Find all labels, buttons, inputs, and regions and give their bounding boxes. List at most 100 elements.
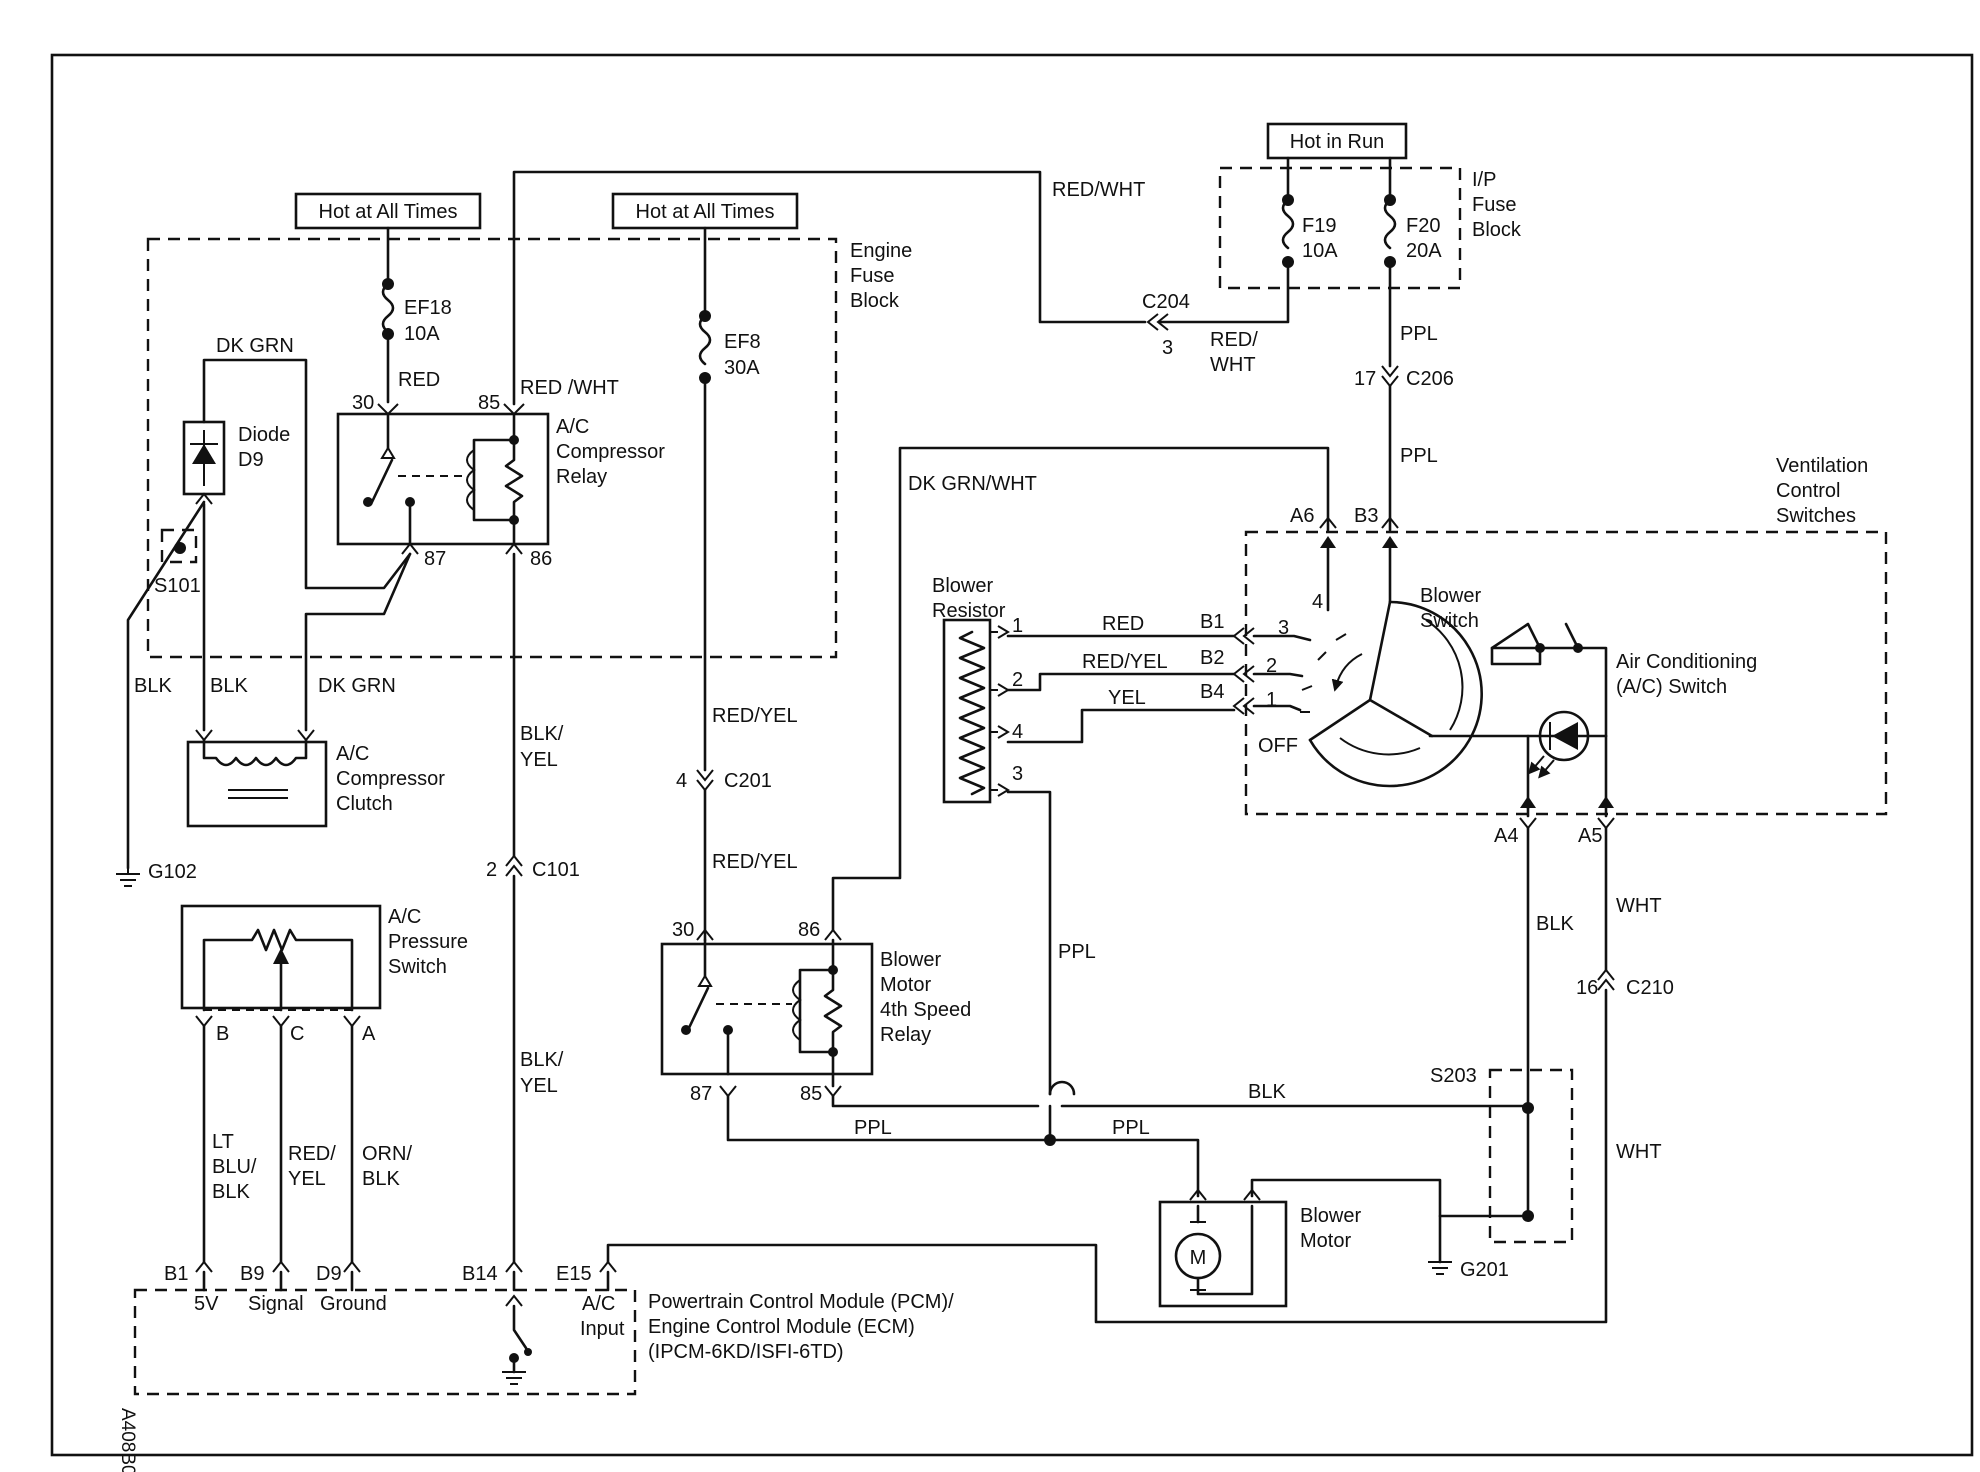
svg-text:B: B	[216, 1023, 229, 1045]
svg-text:D9: D9	[238, 449, 264, 471]
svg-text:Fuse: Fuse	[850, 265, 894, 287]
svg-text:10A: 10A	[1302, 240, 1338, 262]
svg-text:OFF: OFF	[1258, 735, 1298, 757]
svg-text:B14: B14	[462, 1263, 498, 1285]
svg-text:Switch: Switch	[1420, 610, 1479, 632]
svg-text:30A: 30A	[724, 357, 760, 379]
svg-text:G102: G102	[148, 861, 197, 883]
blower-resistor: Blower Resistor 1 2 4 3	[932, 575, 1023, 804]
svg-text:5V: 5V	[194, 1293, 219, 1315]
svg-text:C206: C206	[1406, 368, 1454, 390]
svg-text:PPL: PPL	[1400, 445, 1438, 467]
svg-text:Air Conditioning: Air Conditioning	[1616, 651, 1757, 673]
svg-text:85: 85	[800, 1083, 822, 1105]
svg-text:S203: S203	[1430, 1065, 1477, 1087]
svg-text:86: 86	[530, 548, 552, 570]
svg-text:17: 17	[1354, 368, 1376, 390]
svg-text:BLK: BLK	[1536, 913, 1574, 935]
svg-text:B2: B2	[1200, 647, 1224, 669]
svg-text:YEL: YEL	[288, 1168, 326, 1190]
svg-text:C210: C210	[1626, 977, 1674, 999]
wire-red-yel-c-label: RED/ YEL	[288, 1143, 336, 1190]
svg-text:RED/: RED/	[288, 1143, 336, 1165]
svg-text:BLK: BLK	[212, 1181, 250, 1203]
svg-text:DK GRN/WHT: DK GRN/WHT	[908, 473, 1037, 495]
ac-compressor-clutch: A/C Compressor Clutch	[186, 729, 445, 828]
svg-text:M: M	[1190, 1247, 1207, 1269]
svg-text:Motor: Motor	[880, 974, 931, 996]
svg-text:Clutch: Clutch	[336, 793, 393, 815]
svg-text:YEL: YEL	[520, 749, 558, 771]
svg-text:Ventilation: Ventilation	[1776, 455, 1868, 477]
svg-text:16: 16	[1576, 977, 1598, 999]
svg-text:A: A	[362, 1023, 376, 1045]
svg-text:Engine Control Module (ECM): Engine Control Module (ECM)	[648, 1316, 915, 1338]
hot-at-all-times-label-1: Hot at All Times	[294, 192, 482, 230]
fuse-ef18-label: EF18 10A	[404, 297, 452, 345]
svg-text:DK GRN: DK GRN	[318, 675, 396, 697]
wire-lt-blu-blk-label: LT BLU/ BLK	[212, 1131, 257, 1203]
svg-text:20A: 20A	[1406, 240, 1442, 262]
svg-text:RED: RED	[1102, 613, 1144, 635]
svg-text:4: 4	[676, 770, 687, 792]
svg-text:87: 87	[690, 1083, 712, 1105]
connector-c206: 17 C206	[1354, 365, 1454, 390]
svg-text:Relay: Relay	[556, 466, 607, 488]
svg-text:10A: 10A	[404, 323, 440, 345]
connector-c201: 4 C201	[676, 769, 772, 792]
svg-text:Relay: Relay	[880, 1024, 931, 1046]
svg-text:A/C: A/C	[582, 1293, 615, 1315]
svg-text:RED: RED	[398, 369, 440, 391]
svg-text:85: 85	[478, 392, 500, 414]
svg-text:A5: A5	[1578, 825, 1602, 847]
svg-text:30: 30	[352, 392, 374, 414]
svg-text:S101: S101	[154, 575, 201, 597]
svg-text:(A/C) Switch: (A/C) Switch	[1616, 676, 1727, 698]
svg-text:3: 3	[1012, 763, 1023, 785]
connector-c210: 16 C210	[1576, 968, 1674, 999]
svg-text:B1: B1	[164, 1263, 188, 1285]
svg-text:Blower: Blower	[1300, 1205, 1361, 1227]
svg-text:A/C: A/C	[556, 416, 589, 438]
svg-text:DK GRN: DK GRN	[216, 335, 294, 357]
connector-c204: C204 3	[1142, 291, 1190, 359]
svg-text:B1: B1	[1200, 611, 1224, 633]
svg-text:ORN/: ORN/	[362, 1143, 412, 1165]
svg-text:WHT: WHT	[1616, 1141, 1662, 1163]
svg-text:PPL: PPL	[1400, 323, 1438, 345]
connector-c101: 2 C101	[486, 854, 580, 881]
svg-text:Hot at All Times: Hot at All Times	[636, 201, 775, 223]
svg-text:C204: C204	[1142, 291, 1190, 313]
svg-text:B4: B4	[1200, 681, 1224, 703]
svg-text:WHT: WHT	[1616, 895, 1662, 917]
svg-text:F20: F20	[1406, 215, 1440, 237]
hot-at-all-times-label-2: Hot at All Times	[611, 192, 799, 230]
svg-text:D9: D9	[316, 1263, 342, 1285]
svg-text:A/C: A/C	[388, 906, 421, 928]
pcm-ecm-module: B1 B9 D9 5V Signal Ground B14 E15 A/C In…	[133, 1260, 954, 1396]
svg-text:86: 86	[798, 919, 820, 941]
svg-text:Fuse: Fuse	[1472, 194, 1516, 216]
svg-text:A4: A4	[1494, 825, 1518, 847]
svg-text:4: 4	[1012, 721, 1023, 743]
svg-text:C101: C101	[532, 859, 580, 881]
svg-text:RED/YEL: RED/YEL	[712, 851, 798, 873]
doc-id: A408B001	[117, 1408, 138, 1472]
svg-text:RED/YEL: RED/YEL	[712, 705, 798, 727]
svg-text:Blower: Blower	[880, 949, 941, 971]
svg-text:RED/YEL: RED/YEL	[1082, 651, 1168, 673]
svg-text:C: C	[290, 1023, 304, 1045]
svg-text:Blower: Blower	[932, 575, 993, 597]
svg-text:Pressure: Pressure	[388, 931, 468, 953]
svg-text:2: 2	[1012, 669, 1023, 691]
svg-text:2: 2	[1266, 655, 1277, 677]
ac-pressure-switch: B C A A/C Pressure Switch	[180, 904, 468, 1045]
svg-text:(IPCM-6KD/ISFI-6TD): (IPCM-6KD/ISFI-6TD)	[648, 1341, 844, 1363]
svg-text:A6: A6	[1290, 505, 1314, 527]
svg-text:Hot at All Times: Hot at All Times	[319, 201, 458, 223]
ground-g201: G201	[1428, 1214, 1509, 1281]
ac-switch: Air Conditioning (A/C) Switch	[1428, 622, 1757, 810]
svg-text:2: 2	[486, 859, 497, 881]
svg-text:Blower: Blower	[1420, 585, 1481, 607]
